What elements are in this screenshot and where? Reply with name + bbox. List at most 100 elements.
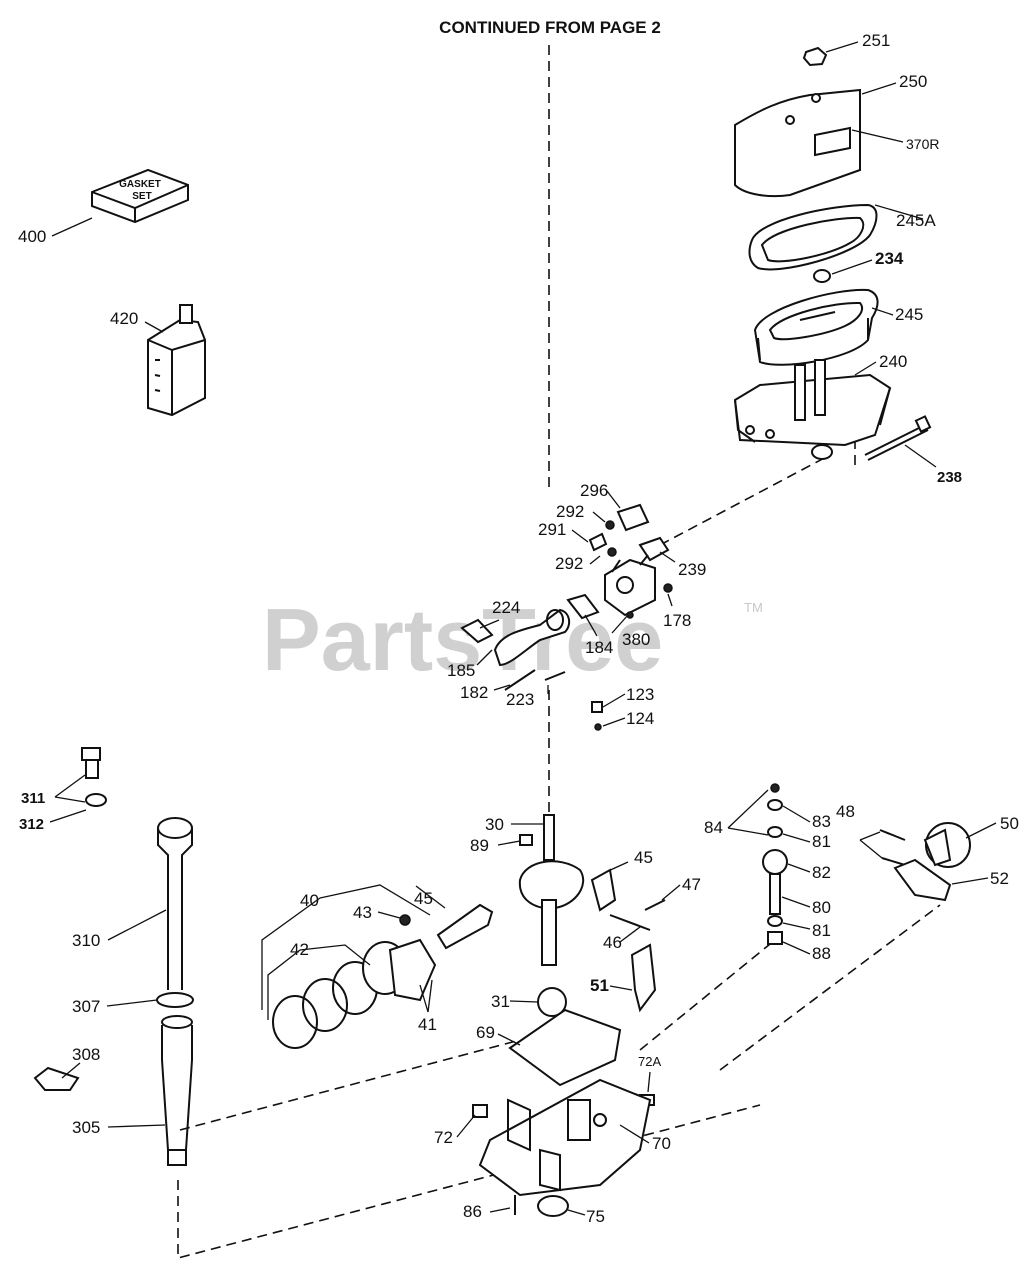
label-311: 311 [21, 790, 45, 807]
oil-fill-plug [81, 747, 107, 807]
assembly-line-crank [179, 1039, 521, 1131]
oil-bottle [147, 304, 206, 417]
label-45-b: 45 [414, 889, 433, 908]
gasket-box-text-1: GASKET [119, 179, 161, 190]
label-420: 420 [110, 309, 138, 328]
label-83: 83 [812, 812, 831, 831]
wing-nut [802, 46, 828, 67]
label-245a: 245A [896, 211, 936, 230]
label-224: 224 [492, 598, 520, 617]
label-307: 307 [72, 997, 100, 1016]
key-89 [519, 834, 533, 846]
label-82: 82 [812, 863, 831, 882]
label-292-b: 292 [555, 554, 583, 573]
label-305: 305 [72, 1118, 100, 1137]
screw-223 [544, 671, 566, 681]
camshaft [630, 943, 657, 1013]
label-81-b: 81 [812, 921, 831, 940]
label-46: 46 [603, 933, 622, 952]
carb-gasket-239 [638, 536, 670, 562]
watermark: PartsTree [262, 590, 663, 689]
bolts-48 [879, 829, 906, 866]
crankshaft [518, 814, 585, 966]
label-45-a: 45 [634, 848, 653, 867]
label-86: 86 [463, 1202, 482, 1221]
label-84: 84 [704, 818, 723, 837]
seal-75 [537, 1195, 569, 1217]
part-123 [591, 701, 603, 713]
pre-filter [748, 203, 878, 271]
screw-178 [663, 583, 673, 593]
watermark-trademark: TM [744, 600, 763, 615]
label-50: 50 [1000, 814, 1019, 833]
part-labels: 251 250 370R 245A 234 245 240 238 400 42… [18, 31, 1019, 1226]
page-header: CONTINUED FROM PAGE 2 [439, 18, 661, 37]
label-185: 185 [447, 661, 475, 680]
assembly-line-carb [659, 454, 831, 546]
carburetor [604, 554, 656, 619]
label-238: 238 [937, 469, 962, 486]
piston [362, 938, 437, 1002]
plug-72 [472, 1104, 488, 1118]
label-123: 123 [626, 685, 654, 704]
grommet [813, 269, 831, 283]
piston-rings [272, 961, 378, 1049]
label-240: 240 [879, 352, 907, 371]
label-250: 250 [899, 72, 927, 91]
label-47: 47 [682, 875, 701, 894]
label-42: 42 [290, 940, 309, 959]
label-80: 80 [812, 898, 831, 917]
assembly-line-bottom [177, 1104, 761, 1260]
leader-lines [49, 41, 997, 1216]
label-184: 184 [585, 638, 613, 657]
label-296: 296 [580, 481, 608, 500]
bolt-46 [609, 914, 651, 931]
label-245: 245 [895, 305, 923, 324]
label-251: 251 [862, 31, 890, 50]
label-72a: 72A [638, 1054, 661, 1069]
label-51: 51 [590, 976, 609, 995]
long-screw [864, 415, 932, 461]
governor-stack [762, 783, 788, 945]
assembly-line-governor [719, 904, 941, 1071]
label-380: 380 [622, 630, 650, 649]
clip-308 [33, 1066, 80, 1091]
label-310: 310 [72, 931, 100, 950]
oil-sump [478, 1078, 652, 1197]
label-89: 89 [470, 836, 489, 855]
bolt-47 [644, 899, 666, 911]
gasket-185 [460, 618, 494, 644]
label-43: 43 [353, 903, 372, 922]
label-40: 40 [300, 891, 319, 910]
governor-gear [923, 822, 971, 868]
label-70: 70 [652, 1134, 671, 1153]
gasket-184 [566, 593, 600, 620]
label-124: 124 [626, 709, 654, 728]
sump-gasket [508, 1008, 622, 1087]
label-292-a: 292 [556, 502, 584, 521]
label-239: 239 [678, 560, 706, 579]
label-81-a: 81 [812, 832, 831, 851]
oil-fill-tube [156, 817, 194, 1166]
assembly-line-cam [639, 939, 776, 1051]
label-308: 308 [72, 1045, 100, 1064]
label-223: 223 [506, 690, 534, 709]
label-370r: 370R [906, 136, 939, 152]
label-88: 88 [812, 944, 831, 963]
part-52 [893, 858, 952, 902]
label-72: 72 [434, 1128, 453, 1147]
label-312: 312 [19, 816, 44, 833]
label-30: 30 [485, 815, 504, 834]
air-cleaner-base [733, 359, 892, 460]
governor-arm [590, 868, 617, 912]
gasket-box-text-2: SET [132, 191, 151, 202]
label-75: 75 [586, 1207, 605, 1226]
fuel-fittings [588, 532, 617, 557]
label-52: 52 [990, 869, 1009, 888]
label-48: 48 [836, 802, 855, 821]
label-178: 178 [663, 611, 691, 630]
label-41: 41 [418, 1015, 437, 1034]
label-400: 400 [18, 227, 46, 246]
